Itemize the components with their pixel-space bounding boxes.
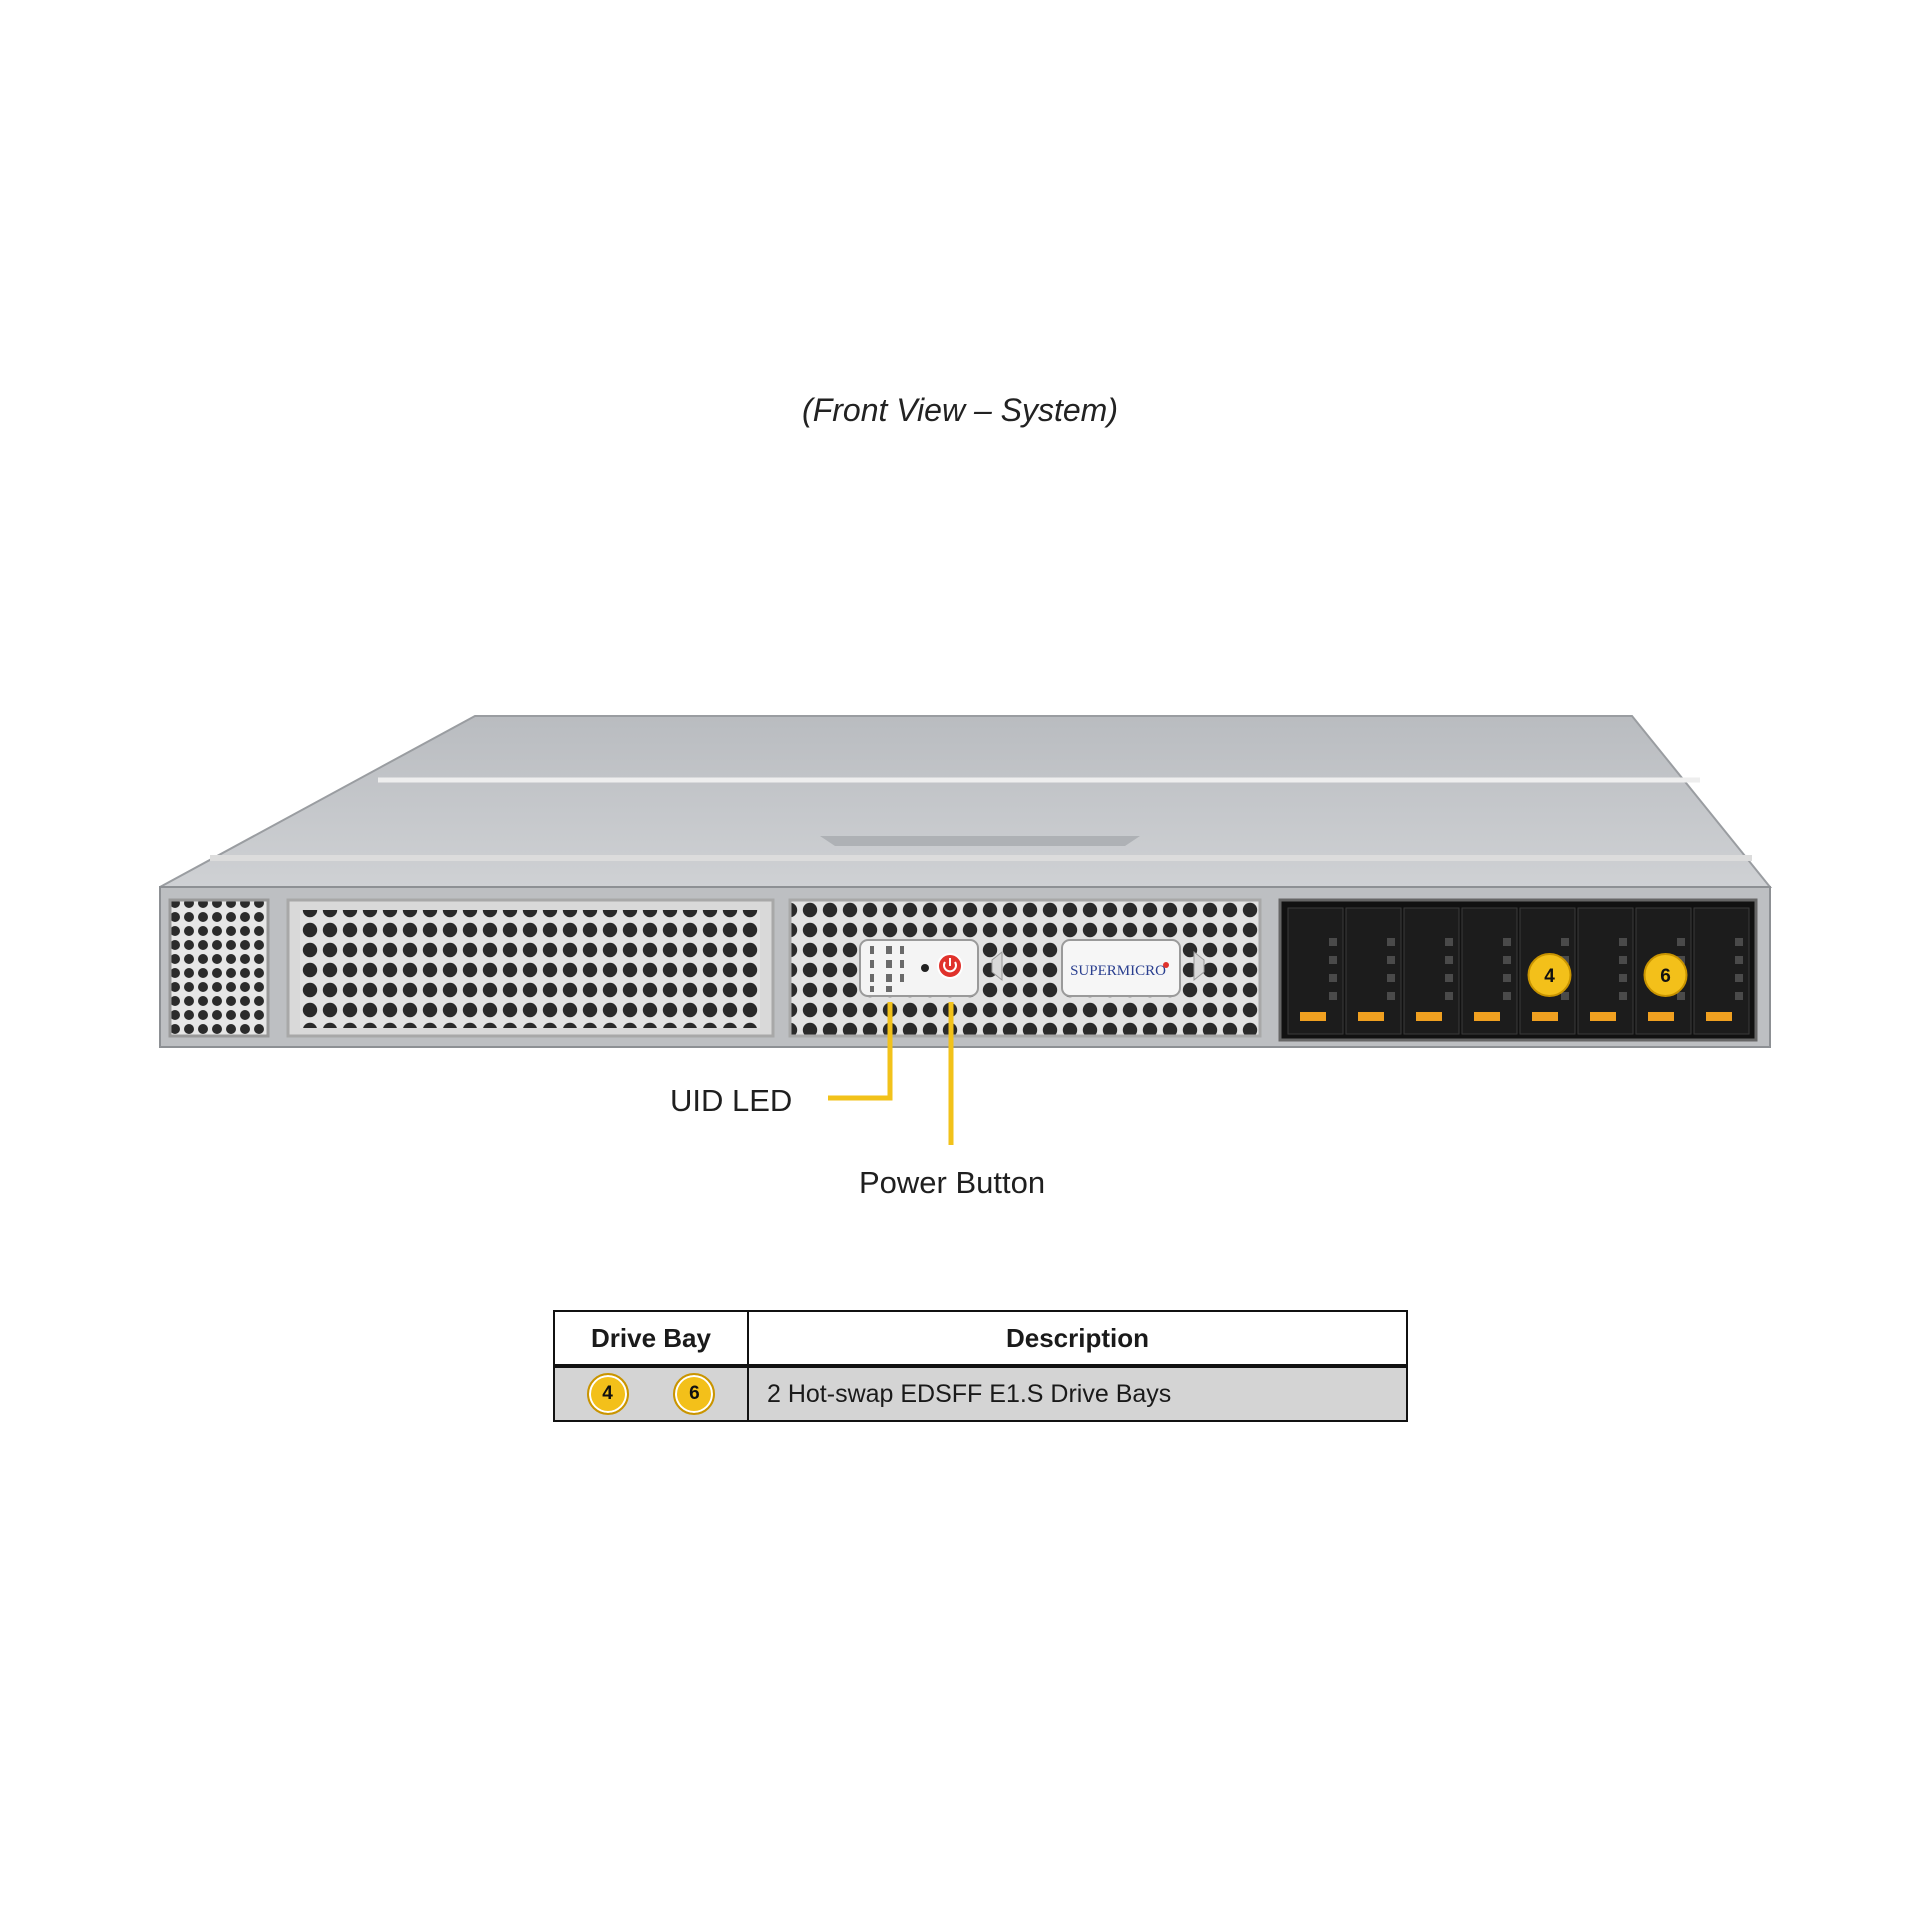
left-vent-large-mesh (300, 910, 760, 1028)
status-led-icons (870, 946, 904, 992)
drive-latch (1474, 1012, 1500, 1021)
drive-latch (1300, 1012, 1326, 1021)
drive-latch (1648, 1012, 1674, 1021)
drive-bay-4 (1461, 907, 1518, 1035)
drive-latch (1590, 1012, 1616, 1021)
chassis-top (159, 715, 1773, 888)
drive-bay-8 (1693, 907, 1750, 1035)
drive-latch (1706, 1012, 1732, 1021)
panel-arrow-left (991, 950, 1003, 982)
legend-bays-cell: 4 6 (553, 1366, 749, 1422)
control-panel (859, 939, 1003, 997)
drive-bay-1 (1287, 907, 1344, 1035)
brand-logo-plate: SUPERMICRO (1061, 939, 1205, 997)
drive-latch (1532, 1012, 1558, 1021)
drive-badge-4: 4 (586, 1373, 629, 1415)
drive-bay-3 (1403, 907, 1460, 1035)
legend-row: 4 6 2 Hot-swap EDSFF E1.S Drive Bays (553, 1366, 1408, 1422)
uid-led-label: UID LED (670, 1083, 793, 1118)
drive-bay-legend-table: Drive Bay Description 4 6 2 Hot-swap EDS… (553, 1310, 1408, 1422)
drive-badge-6: 6 (673, 1373, 716, 1415)
power-button-label: Power Button (859, 1165, 1046, 1200)
drive-latch (1416, 1012, 1442, 1021)
drive-bay-6 (1577, 907, 1634, 1035)
drive-bay-badge-label-4: 4 (1544, 966, 1555, 987)
legend-description-cell: 2 Hot-swap EDSFF E1.S Drive Bays (747, 1366, 1408, 1422)
legend-header-description: Description (747, 1310, 1408, 1368)
uid-led-icon (921, 964, 929, 972)
legend-header-drive-bay: Drive Bay (553, 1310, 749, 1368)
uid-led-callout-line (828, 1002, 893, 1101)
center-vent (788, 898, 1262, 1038)
drive-latch (1358, 1012, 1384, 1021)
panel-arrow-right (1193, 950, 1205, 982)
drive-bay-2 (1345, 907, 1402, 1035)
brand-logo: SUPERMICRO (1070, 963, 1166, 979)
figure-caption: (Front View – System) (802, 392, 1118, 428)
drive-bay-badge-4 (1527, 953, 1572, 997)
drive-bay-badge-6 (1643, 953, 1688, 997)
left-vent-small (168, 898, 270, 1038)
drive-bay-badge-label-6: 6 (1660, 966, 1671, 987)
legend-header-row: Drive Bay Description (553, 1310, 1408, 1368)
chassis-top-notch (820, 836, 1140, 846)
